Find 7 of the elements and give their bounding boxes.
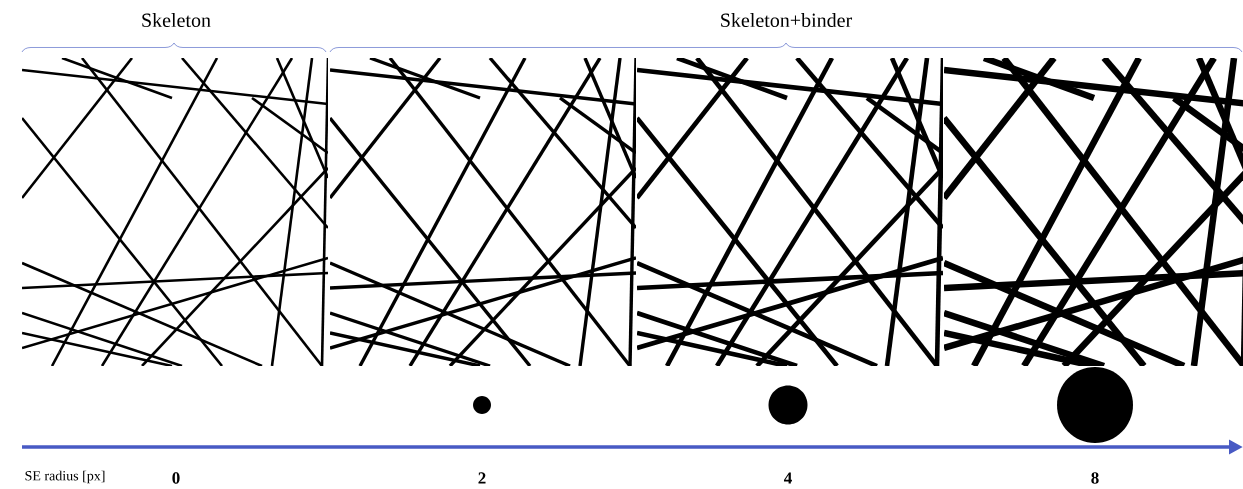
heading: Skeleton+binder — [721, 12, 852, 28]
tick-label: 8 — [1091, 472, 1099, 484]
axis-label: SE radius [px] — [25, 470, 105, 484]
tick-label: 2 — [478, 472, 486, 484]
tick-label: 4 — [784, 472, 792, 484]
tick-label: 0 — [172, 472, 180, 484]
heading: Skeleton — [142, 12, 211, 28]
